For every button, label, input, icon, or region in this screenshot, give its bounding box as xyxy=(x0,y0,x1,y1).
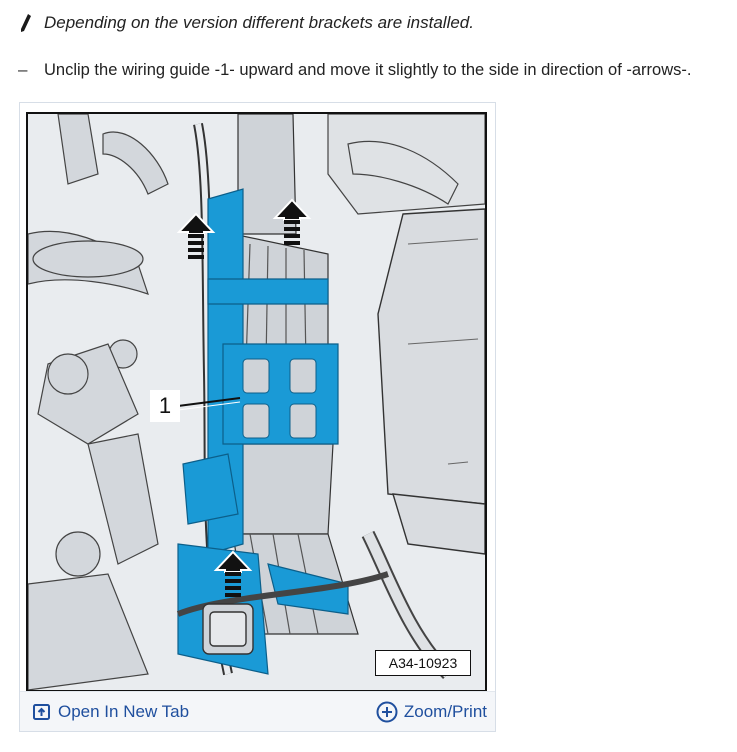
open-in-new-tab-label: Open In New Tab xyxy=(58,701,190,721)
figure-card: 1 A34-10923 Open In New Tab Zoom/Print xyxy=(19,102,496,732)
direction-arrow-icon xyxy=(272,198,312,245)
figure-footer: Open In New Tab Zoom/Print xyxy=(20,691,495,731)
step-dash: – xyxy=(18,60,28,79)
note-text: Depending on the version different brack… xyxy=(44,13,474,32)
zoom-print-link[interactable]: Zoom/Print xyxy=(376,701,487,723)
direction-arrow-icon xyxy=(213,550,253,597)
open-in-new-tab-link[interactable]: Open In New Tab xyxy=(32,702,189,722)
technical-illustration[interactable]: 1 A34-10923 xyxy=(26,112,487,692)
zoom-print-label: Zoom/Print xyxy=(403,701,487,721)
step-text: Unclip the wiring guide -1- upward and m… xyxy=(44,60,692,79)
engine-bay-drawing xyxy=(28,114,485,690)
open-new-tab-icon xyxy=(33,703,50,720)
note-row: Depending on the version different brack… xyxy=(18,12,474,34)
pencil-note-icon xyxy=(21,14,31,32)
callout-label: 1 xyxy=(150,390,180,422)
direction-arrow-icon xyxy=(176,212,216,259)
figure-id: A34-10923 xyxy=(375,650,471,676)
zoom-plus-icon xyxy=(376,701,398,722)
instruction-step: – Unclip the wiring guide -1- upward and… xyxy=(18,60,691,80)
